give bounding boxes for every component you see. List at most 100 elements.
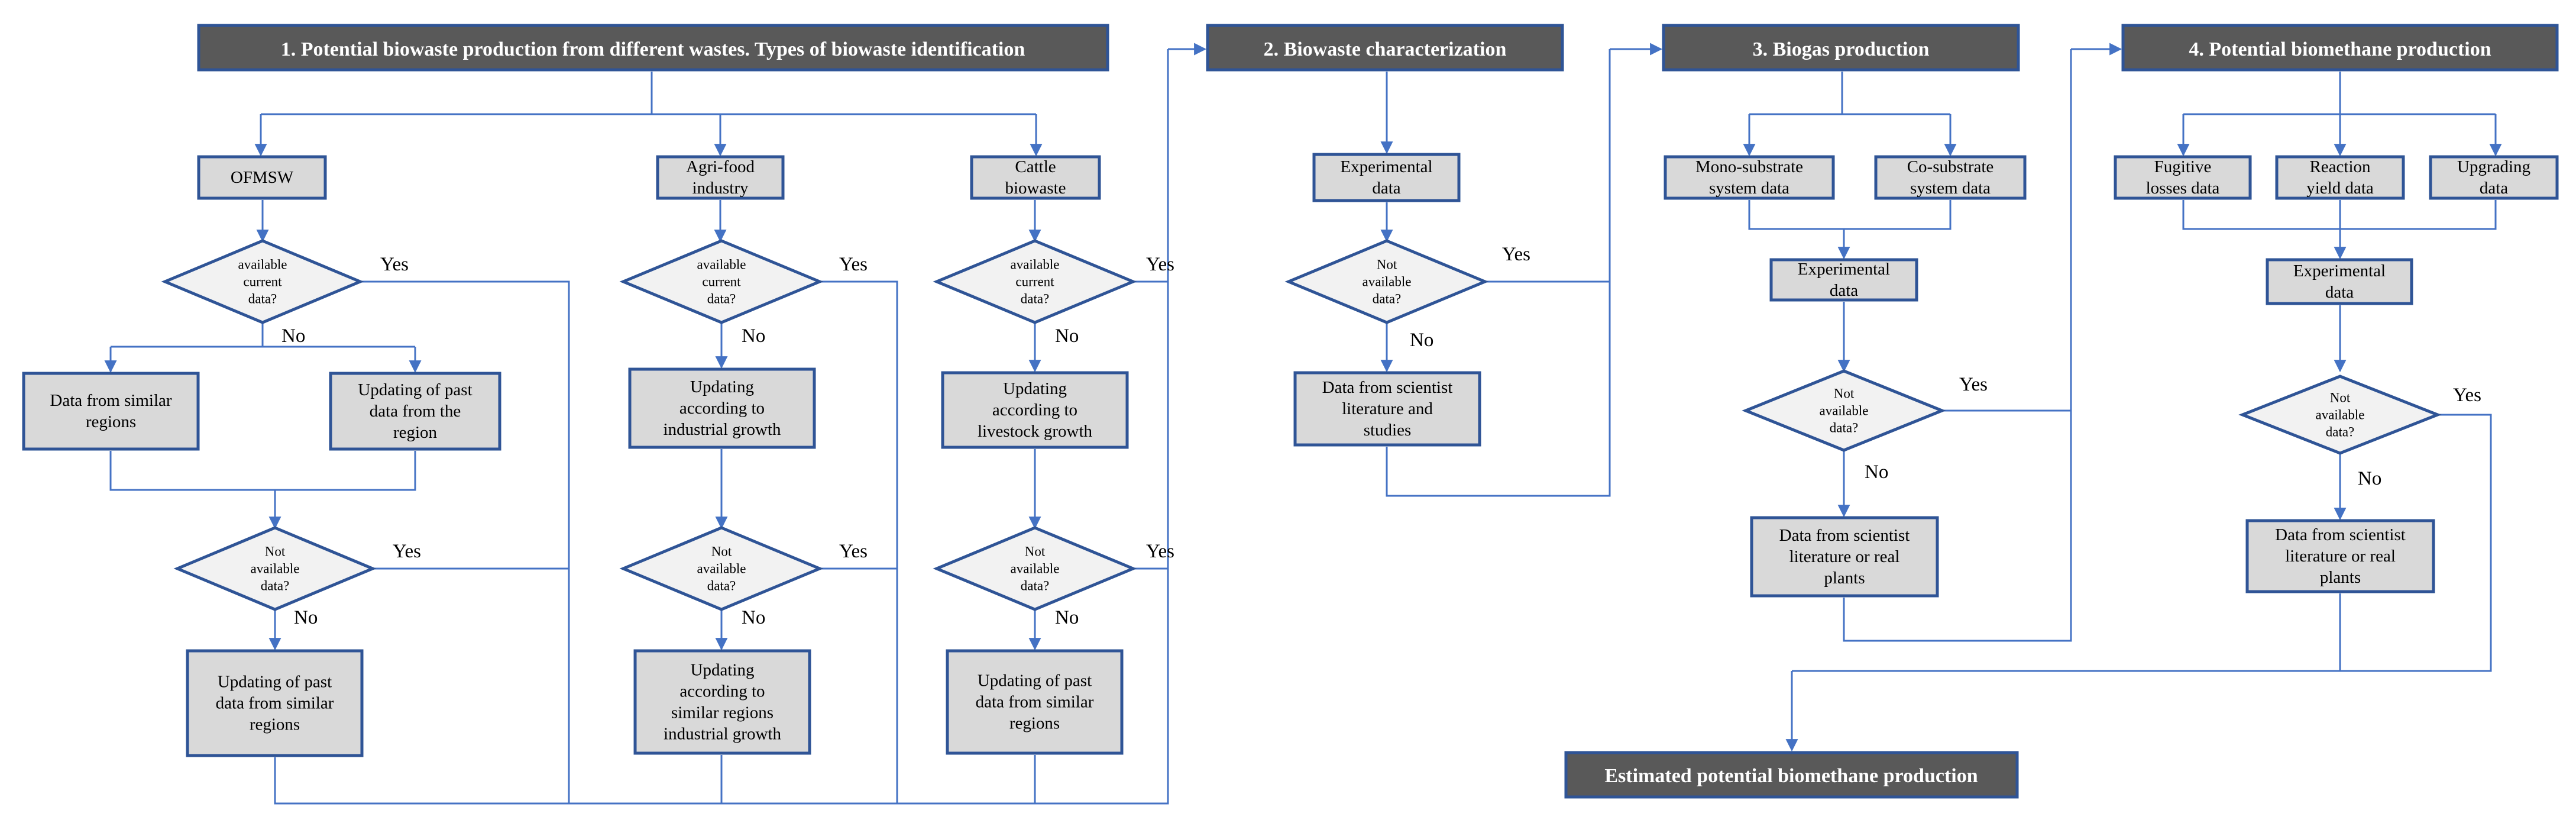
diamonds.d_ofmsw_not-line: available — [250, 561, 299, 576]
no-label: No — [2358, 468, 2381, 489]
boxes.lit4-line: Data from scientist — [2275, 525, 2406, 544]
diamonds.d_agri_not-line: available — [697, 561, 746, 576]
boxes.past_region-line: Updating of past — [358, 380, 472, 399]
header-section-1: 1. Potential biowaste production from di… — [197, 24, 1109, 72]
decision-d-agri-avail: available current data? — [619, 239, 824, 324]
yes-label: Yes — [2453, 385, 2481, 406]
boxes.mono-line: system data — [1709, 179, 1789, 198]
box-cattle-update: Updating of past data from similar regions — [946, 649, 1124, 755]
no-label: No — [742, 325, 765, 347]
boxes.agri_growth-line: Updating — [690, 377, 754, 396]
diamonds.d3-line: Not — [1834, 386, 1855, 401]
boxes.lit2-line: studies — [1364, 421, 1412, 440]
header-section-4: 4. Potential biomethane production — [2121, 24, 2559, 72]
boxes.cattle_update-line: data from similar — [976, 693, 1094, 712]
yes-label: Yes — [839, 254, 868, 275]
diamonds.d_ofmsw_avail-line: available — [238, 257, 287, 272]
decision-d2: Not available data? — [1284, 239, 1489, 324]
no-label: No — [742, 607, 765, 628]
header-section-2-text: 2. Biowaste characterization — [1264, 38, 1507, 60]
boxes.lit2-line: Data from scientist — [1322, 378, 1453, 397]
connector — [1386, 49, 1611, 497]
boxes.cattle_growth-line: Updating — [1003, 379, 1067, 398]
boxes.ofmsw_update-line: regions — [250, 715, 300, 734]
boxes.agri-line: Agri-food — [686, 157, 755, 176]
diamonds.d_agri_avail-line: current — [702, 275, 741, 289]
diamonds.d_cattle_avail-line: available — [1010, 257, 1059, 272]
diamonds.d2-line: data? — [1373, 292, 1402, 306]
boxes.agri_update-line: industrial growth — [664, 725, 781, 744]
diamonds.d_agri_avail-line: data? — [707, 292, 736, 306]
boxes.exp2-line: data — [1372, 179, 1400, 198]
connector — [360, 280, 570, 803]
diamonds.d3-line: data? — [1830, 421, 1859, 435]
header-section-2: 2. Biowaste characterization — [1206, 24, 1564, 72]
header-final-result: Estimated potential biomethane productio… — [1564, 751, 2019, 799]
no-label: No — [1410, 330, 1433, 351]
boxes.ofmsw_update-line: data from similar — [216, 694, 334, 713]
boxes.agri_update-line: according to — [679, 682, 765, 701]
boxes.lit3-line: plants — [1824, 569, 1865, 588]
header-section-3: 3. Biogas production — [1662, 24, 2020, 72]
boxes.reaction-line: Reaction — [2309, 157, 2371, 176]
no-label: No — [1055, 325, 1079, 347]
boxes.co-line: system data — [1910, 179, 1991, 198]
boxes.fugitive-line: losses data — [2146, 179, 2220, 198]
boxes.agri-line: industry — [692, 179, 749, 198]
boxes.exp4-line: Experimental — [2293, 262, 2386, 280]
header-section-3-text: 3. Biogas production — [1753, 38, 1930, 60]
boxes.upgrading-line: Upgrading — [2457, 157, 2530, 176]
boxes.fugitive-line: Fugitive — [2154, 157, 2212, 176]
boxes.cattle-line: biowaste — [1005, 179, 1066, 198]
diamonds.d_agri_avail-line: available — [697, 257, 746, 272]
boxes.agri_growth-line: according to — [679, 399, 765, 418]
box-lit2: Data from scientist literature and studies — [1293, 371, 1481, 447]
header-final-result-text: Estimated potential biomethane productio… — [1604, 765, 1978, 787]
box-lit3: Data from scientist literature or real pla… — [1750, 516, 1939, 598]
no-label: No — [1865, 461, 1888, 483]
boxes.cattle_update-line: Updating of past — [978, 672, 1092, 690]
boxes.cattle_update-line: regions — [1009, 714, 1060, 733]
boxes.lit2-line: literature and — [1342, 399, 1433, 418]
boxes.mono-line: Mono-substrate — [1695, 157, 1803, 176]
no-label: No — [1055, 607, 1079, 628]
boxes.similar_regions-line: Data from similar — [50, 391, 172, 410]
yes-label: Yes — [1146, 254, 1174, 275]
boxes.exp3-line: data — [1830, 281, 1858, 300]
diamonds.d4-line: available — [2315, 408, 2364, 422]
diamonds.d2-line: Not — [1377, 257, 1397, 272]
boxes.co-line: Co-substrate — [1907, 157, 1994, 176]
diamonds.d_ofmsw_avail-line: current — [243, 275, 282, 289]
boxes.agri_growth-line: industrial growth — [664, 420, 781, 439]
diamonds.d_ofmsw_not-line: Not — [265, 544, 286, 559]
boxes.ofmsw_update-line: Updating of past — [218, 673, 332, 692]
boxes.past_region-line: data from the — [370, 402, 461, 421]
yes-label: Yes — [393, 541, 421, 562]
boxes.exp3-line: Experimental — [1798, 260, 1890, 279]
boxes.lit3-line: literature or real — [1789, 547, 1900, 566]
diamonds.d2-line: available — [1362, 275, 1411, 289]
boxes.ofmsw-line: OFMSW — [231, 168, 294, 187]
boxes.similar_regions-line: regions — [86, 412, 136, 431]
boxes.agri_update-line: Updating — [691, 661, 755, 680]
boxes.reaction-line: yield data — [2306, 179, 2374, 198]
box-co: Co-substrate system data — [1874, 155, 2027, 200]
box-mono: Mono-substrate system data — [1664, 155, 1835, 200]
boxes.lit3-line: Data from scientist — [1779, 526, 1910, 545]
box-agri: Agri-food industry — [656, 155, 785, 200]
diamonds.d_cattle_not-line: Not — [1025, 544, 1046, 559]
yes-label: Yes — [1502, 244, 1530, 265]
diamonds.d4-line: data? — [2326, 425, 2355, 440]
diamonds.d_agri_not-line: data? — [707, 579, 736, 593]
diamonds.d4-line: Not — [2330, 390, 2351, 405]
header-section-4-text: 4. Potential biomethane production — [2189, 38, 2491, 60]
